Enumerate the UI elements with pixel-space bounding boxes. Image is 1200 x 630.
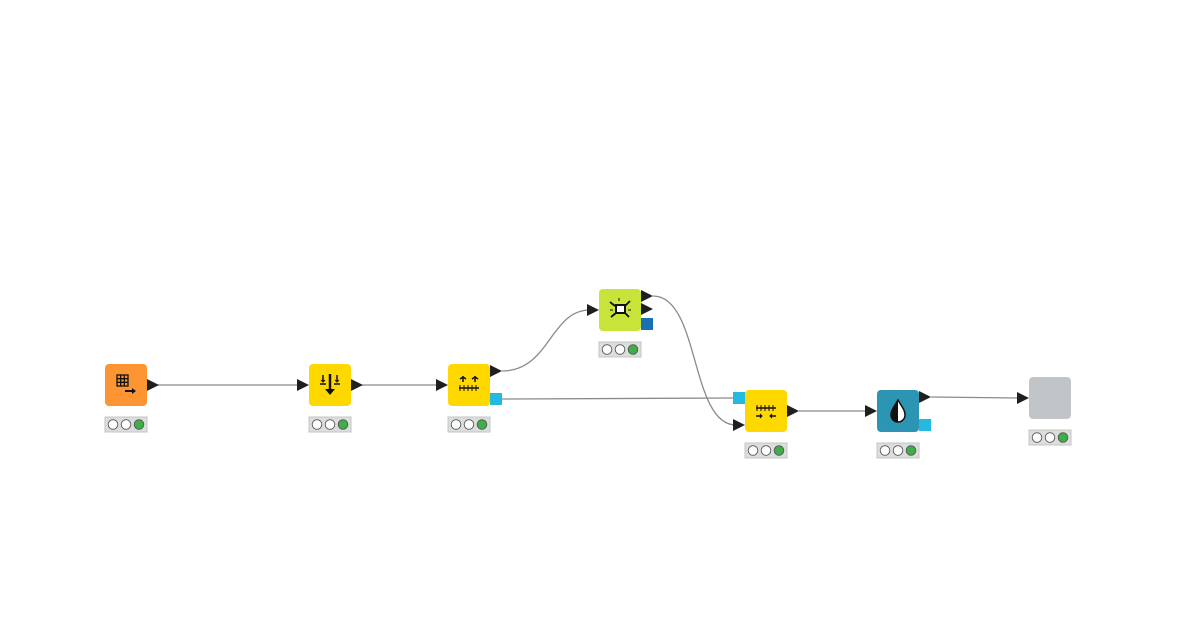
node-learner[interactable] [587, 289, 653, 358]
node-status-indicator [104, 416, 148, 433]
status-light-off [311, 419, 323, 430]
status-light-off [879, 445, 891, 456]
merge-down-icon [320, 374, 340, 395]
node-visualizer[interactable] [865, 390, 931, 459]
learner-icon [609, 298, 631, 318]
node-status-indicator [1028, 429, 1072, 446]
node-component[interactable] [1017, 377, 1072, 446]
flow-variable-output-port[interactable] [919, 419, 931, 431]
input-port[interactable] [733, 419, 745, 431]
output-port[interactable] [351, 379, 363, 391]
node-status-indicator [447, 416, 491, 433]
node-manipulator[interactable] [297, 364, 363, 433]
status-light-green [476, 419, 488, 430]
join-columns-icon [756, 405, 776, 419]
status-light-green [1057, 432, 1069, 443]
status-light-off [601, 344, 613, 355]
flow-variable-output-port[interactable] [490, 393, 502, 405]
input-port[interactable] [297, 379, 309, 391]
output-port[interactable] [641, 303, 653, 315]
node-status-indicator [744, 442, 788, 459]
flow-variable-input-port[interactable] [733, 392, 745, 404]
output-port[interactable] [641, 290, 653, 302]
status-light-green [773, 445, 785, 456]
node-status-indicator [876, 442, 920, 459]
connection-edge[interactable] [930, 396, 1021, 399]
status-light-off [107, 419, 119, 430]
connections [147, 295, 1021, 426]
node-body[interactable] [448, 364, 490, 406]
input-port[interactable] [436, 379, 448, 391]
node-status-indicator [308, 416, 352, 433]
connection-edge[interactable] [501, 309, 591, 372]
status-light-off [747, 445, 759, 456]
status-light-off [892, 445, 904, 456]
output-port[interactable] [490, 365, 502, 377]
node-manipulator[interactable] [733, 390, 799, 459]
output-port[interactable] [147, 379, 159, 391]
status-light-off [324, 419, 336, 430]
connection-edge[interactable] [652, 295, 737, 426]
status-light-off [450, 419, 462, 430]
color-drop-icon [890, 398, 906, 423]
status-light-green [133, 419, 145, 430]
model-output-port[interactable] [641, 318, 653, 330]
input-port[interactable] [587, 304, 599, 316]
output-port[interactable] [787, 405, 799, 417]
node-manipulator[interactable] [436, 364, 502, 433]
status-light-off [463, 419, 475, 430]
flow-variable-edge[interactable] [501, 397, 734, 400]
node-status-indicator [598, 341, 642, 358]
output-port[interactable] [919, 391, 931, 403]
status-light-off [614, 344, 626, 355]
status-light-off [1031, 432, 1043, 443]
table-arrow-icon [116, 374, 136, 394]
node-body[interactable] [105, 364, 147, 406]
status-light-off [120, 419, 132, 430]
input-port[interactable] [1017, 392, 1029, 404]
status-light-off [1044, 432, 1056, 443]
status-light-green [337, 419, 349, 430]
node-body[interactable] [1029, 377, 1071, 419]
status-light-green [905, 445, 917, 456]
node-body[interactable] [745, 390, 787, 432]
node-table-input[interactable] [104, 364, 159, 433]
status-light-green [627, 344, 639, 355]
input-port[interactable] [865, 405, 877, 417]
status-light-off [760, 445, 772, 456]
split-columns-icon [459, 376, 479, 391]
